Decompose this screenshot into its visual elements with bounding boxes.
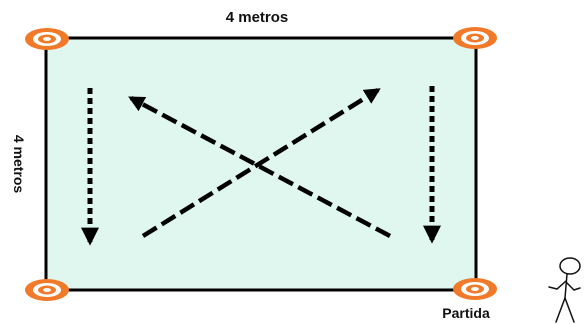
stick-figure-icon: [548, 257, 581, 323]
diagonal-arrow-to-top-right: [141, 88, 381, 238]
top-dimension-label: 4 metros: [226, 9, 289, 26]
cone-icon: [25, 279, 69, 301]
cone-icon: [453, 278, 497, 300]
start-label: Partida: [442, 305, 490, 321]
cone-icon: [453, 27, 497, 49]
diagonal-arrow-to-top-left: [128, 96, 392, 238]
side-dimension-label: 4 metros: [11, 135, 27, 194]
cone-icon: [25, 28, 69, 50]
